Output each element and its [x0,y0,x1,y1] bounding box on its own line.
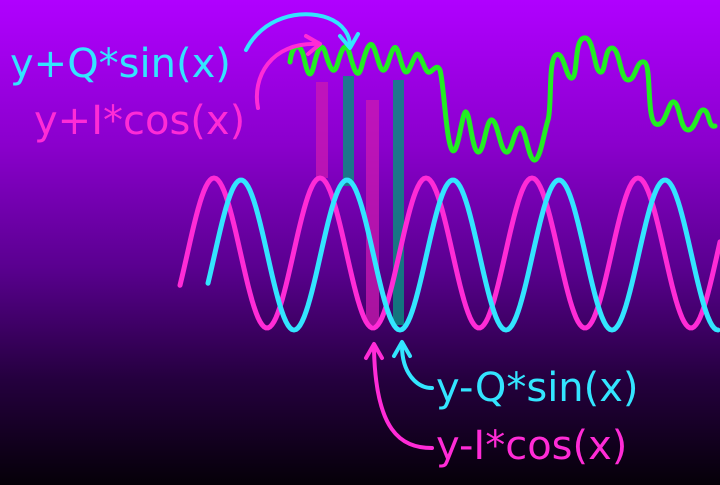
arrow-i-minus [372,348,434,450]
arrow-i-minus-head [364,342,384,360]
sine-wave [205,177,720,333]
label-q-minus: y-Q*sin(x) [436,365,639,411]
arrow-q-minus [400,344,434,390]
label-q-plus: y+Q*sin(x) [10,41,231,87]
pink-bar-2 [366,100,379,325]
arrow-q-plus [244,12,352,52]
arrow-q-plus-head [338,32,360,50]
label-i-minus: y-I*cos(x) [436,423,628,469]
signal-wave [287,35,718,163]
curved-arrow-icon [244,12,434,450]
arrow-i-plus-head [304,34,322,56]
teal-bar-1 [343,76,354,186]
teal-bar-2 [393,80,404,325]
label-i-plus: y+I*cos(x) [34,98,246,144]
arrow-q-minus-head [392,340,412,358]
arrow-i-plus [254,41,320,110]
pink-bar-1 [316,82,328,178]
cosine-wave [177,175,720,331]
